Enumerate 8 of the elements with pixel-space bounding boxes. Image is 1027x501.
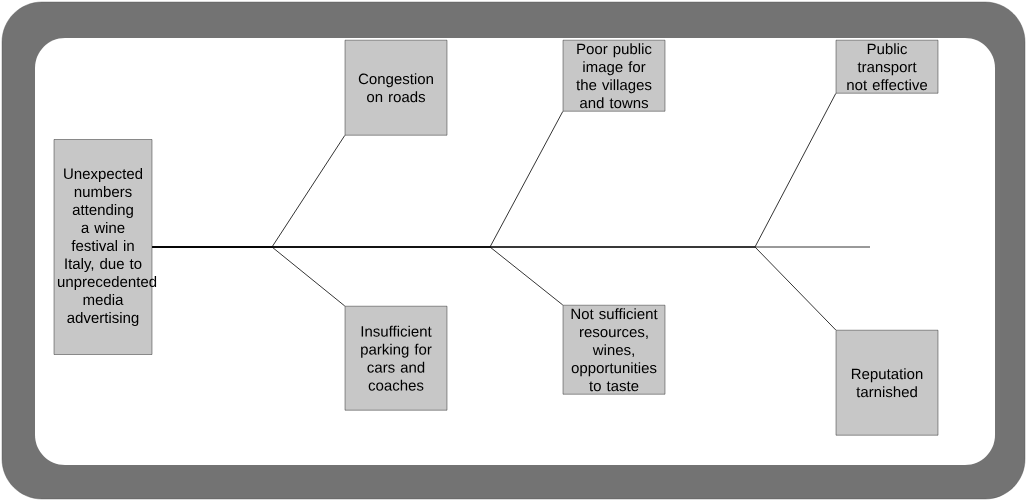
cause-box: Reputation tarnished [835, 330, 939, 436]
cause-box: Poor public image for the villages and towns [562, 40, 666, 112]
cause-box: Not sufficient resources, wines, opportunities to taste [562, 305, 666, 395]
cause-box: Unexpected numbers attending a wine festival in Italy, due to unprecedented media advertising [53, 139, 157, 355]
cause-box: Public transport not effective [835, 40, 939, 94]
cause-box: Insufficient parking for cars and coaches [344, 306, 448, 411]
fishbone-line [151, 246, 871, 248]
cause-box: Congestion on roads [344, 40, 448, 136]
